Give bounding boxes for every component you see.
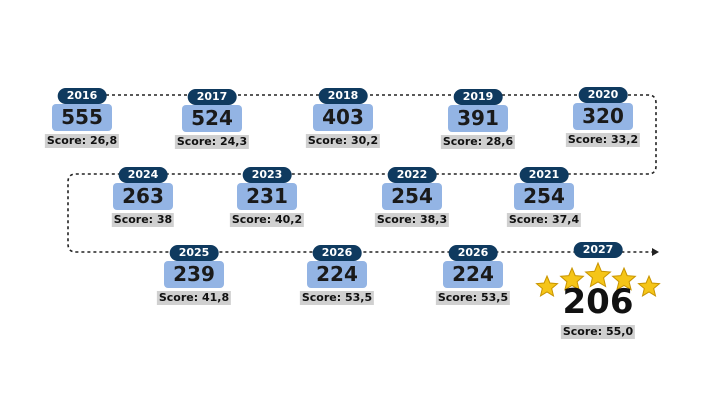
rank-box: 239: [164, 261, 224, 288]
score-label: Score: 53,5: [435, 291, 511, 305]
rank-box: 224: [443, 261, 503, 288]
rank-box: 403: [313, 104, 373, 131]
year-badge: 2019: [453, 89, 503, 105]
score-label: Score: 55,0: [560, 325, 636, 339]
year-badge: 2024: [118, 167, 168, 183]
timeline-node-2017: 2017 524 Score: 24,3: [157, 89, 267, 169]
rank-box: 224: [307, 261, 367, 288]
score-label: Score: 53,5: [299, 291, 375, 305]
score-label: Score: 33,2: [565, 133, 641, 147]
score-label: Score: 28,6: [440, 135, 516, 149]
rank-box: 231: [237, 183, 297, 210]
rank-box: 320: [573, 103, 633, 130]
star-icon: [584, 261, 612, 288]
final-rank: 206: [562, 282, 634, 322]
score-label: Score: 38: [111, 213, 175, 227]
score-label: Score: 24,3: [174, 135, 250, 149]
year-badge: 2022: [387, 167, 437, 183]
rank-box: 254: [514, 183, 574, 210]
timeline-node-2018: 2018 403 Score: 30,2: [288, 88, 398, 168]
score-label: Score: 37,4: [506, 213, 582, 227]
timeline-node-2022: 2022 254 Score: 38,3: [357, 167, 467, 247]
timeline-node-2020: 2020 320 Score: 33,2: [548, 87, 658, 167]
year-badge: 2025: [169, 245, 219, 261]
rank-box: 254: [382, 183, 442, 210]
year-badge: 2026: [448, 245, 498, 261]
star-icon: [637, 274, 661, 297]
timeline-node-2026-a: 2026 224 Score: 53,5: [282, 245, 392, 325]
arrow-head-icon: [652, 248, 659, 256]
score-label: Score: 40,2: [229, 213, 305, 227]
year-badge: 2020: [578, 87, 628, 103]
timeline-node-2026-b: 2026 224 Score: 53,5: [418, 245, 528, 325]
timeline-node-2023: 2023 231 Score: 40,2: [212, 167, 322, 247]
timeline-node-2024: 2024 263 Score: 38: [88, 167, 198, 247]
year-badge: 2023: [242, 167, 292, 183]
year-badge: 2017: [187, 89, 237, 105]
rank-box: 263: [113, 183, 173, 210]
score-label: Score: 41,8: [156, 291, 232, 305]
rank-box: 555: [52, 104, 112, 131]
year-badge: 2027: [573, 242, 623, 258]
timeline-node-2021: 2021 254 Score: 37,4: [489, 167, 599, 247]
rank-box: 524: [182, 105, 242, 132]
rank-box: 391: [448, 105, 508, 132]
star-rating-icon: [535, 261, 661, 297]
timeline-node-2016: 2016 555 Score: 26,8: [27, 88, 137, 168]
score-label: Score: 38,3: [374, 213, 450, 227]
timeline-node-2025: 2025 239 Score: 41,8: [139, 245, 249, 325]
star-icon: [535, 274, 559, 297]
year-badge: 2021: [519, 167, 569, 183]
score-label: Score: 26,8: [44, 134, 120, 148]
star-icon: [559, 266, 585, 291]
year-badge: 2026: [312, 245, 362, 261]
year-badge: 2018: [318, 88, 368, 104]
star-icon: [611, 266, 637, 291]
score-label: Score: 30,2: [305, 134, 381, 148]
year-badge: 2016: [57, 88, 107, 104]
timeline-node-2019: 2019 391 Score: 28,6: [423, 89, 533, 169]
